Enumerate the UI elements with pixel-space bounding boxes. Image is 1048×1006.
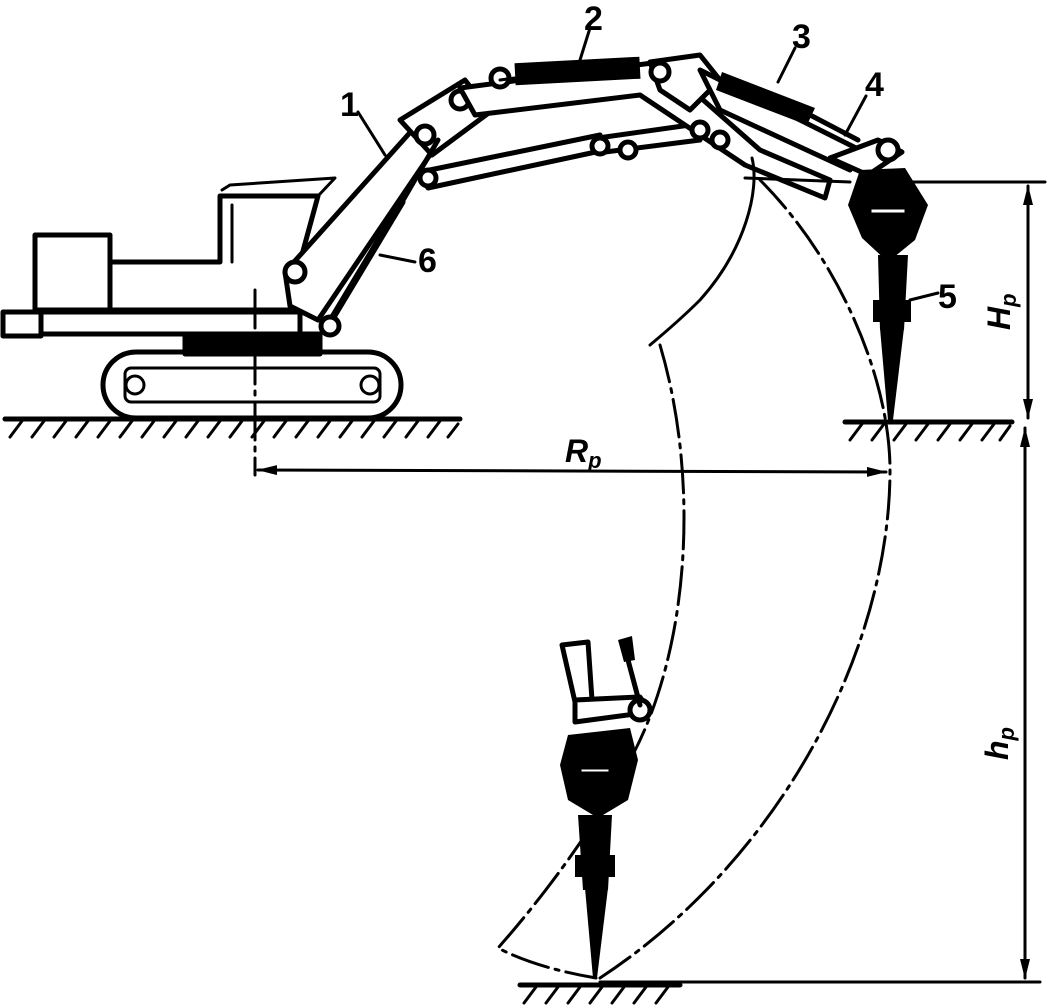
svg-text:Hp: Hp xyxy=(981,293,1021,330)
label-hammer: 5 xyxy=(938,278,957,316)
working-envelope xyxy=(496,156,892,980)
hammer-lower xyxy=(559,636,653,978)
dimension-reach-label: Rp xyxy=(565,433,602,473)
dimension-depth-label: hp xyxy=(979,727,1019,760)
svg-text:hp: hp xyxy=(979,727,1019,760)
leader-lines xyxy=(356,26,940,302)
arm-cylinder xyxy=(498,56,641,86)
dimension-height-label: Hp xyxy=(981,293,1021,330)
linkage xyxy=(417,122,703,191)
label-boom: 1 xyxy=(340,86,359,124)
dimension-depth xyxy=(598,426,1042,984)
ground-line xyxy=(2,416,1015,1005)
label-arm-cylinder: 2 xyxy=(584,0,603,38)
dimension-reach xyxy=(256,465,888,477)
excavator-base xyxy=(0,176,404,477)
hammer-upper xyxy=(827,137,928,420)
tool-cylinder xyxy=(716,72,861,143)
label-tool-cylinder: 3 xyxy=(792,18,811,56)
dimension-height xyxy=(903,180,1047,420)
label-arm: 4 xyxy=(865,66,884,104)
label-boom-cylinder: 6 xyxy=(418,242,437,280)
